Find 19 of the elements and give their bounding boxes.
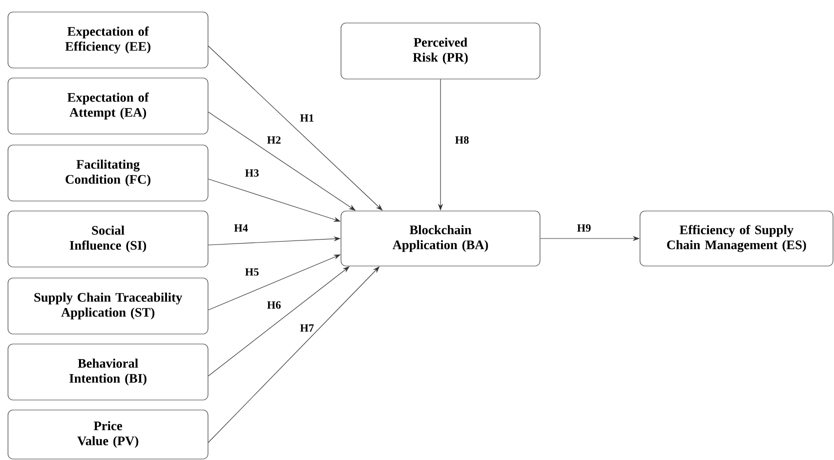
process-box: Efficiency of Supply Chain Management (ES) <box>640 210 834 266</box>
process-box: Price Value (PV) <box>8 410 208 460</box>
process-box: Blockchain Application (BA) <box>340 210 540 266</box>
process-box: Supply Chain Traceability Application (ST) <box>8 278 208 334</box>
edge-label: H2 <box>266 135 282 145</box>
edge-label: H8 <box>454 135 470 145</box>
process-box: Expectation of Attempt (EA) <box>8 78 208 134</box>
edge-label: H7 <box>298 323 316 333</box>
edge-label: H3 <box>244 168 260 178</box>
process-box: Social Influence (SI) <box>8 210 208 268</box>
process-box: Behavioral Intention (BI) <box>8 344 208 400</box>
process-box: Facilitating Condition (FC) <box>8 144 208 202</box>
process-box: Expectation of Efficiency (EE) <box>8 12 208 68</box>
edge-label: H5 <box>244 267 260 277</box>
edge-label: H6 <box>266 300 282 310</box>
edge-label: H4 <box>232 223 250 233</box>
process-box: Perceived Risk (PR) <box>340 22 540 80</box>
edge-label: H1 <box>298 113 316 123</box>
edge-label: H9 <box>576 223 592 233</box>
